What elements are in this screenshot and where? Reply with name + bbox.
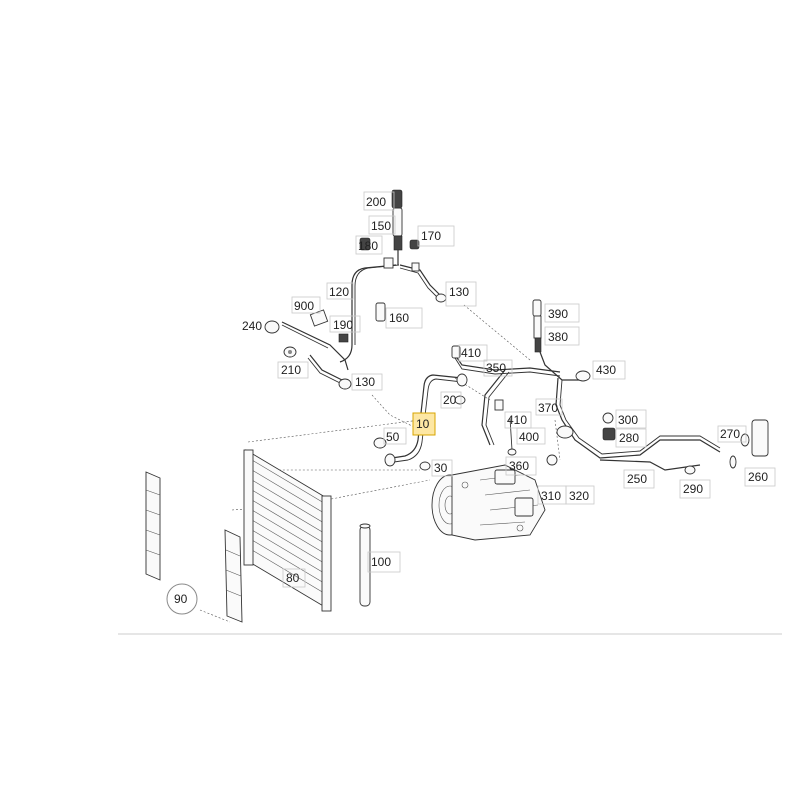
label-280-text: 280: [619, 431, 639, 445]
label-120-text: 120: [329, 285, 349, 299]
label-320: 320: [565, 485, 595, 505]
label-170-text: 170: [421, 229, 441, 243]
label-240-text: 240: [242, 319, 262, 333]
label-20-text: 20: [443, 393, 457, 407]
label-120: 120: [326, 282, 354, 300]
label-900-text: 900: [294, 299, 314, 313]
part-labels: 200 150 170 180 130 120 900 160 240 190 …: [166, 191, 776, 615]
label-410-mid: 410: [504, 411, 532, 429]
label-160: 160: [385, 307, 423, 329]
label-360-text: 360: [509, 459, 529, 473]
label-90-text: 90: [174, 592, 188, 606]
label-310: 310: [537, 485, 567, 505]
label-270: 270: [717, 425, 747, 443]
label-410-mid-text: 410: [507, 413, 527, 427]
left-small-parts: [264, 302, 386, 390]
label-260: 260: [744, 467, 776, 487]
label-350-text: 350: [486, 361, 506, 375]
label-370: 370: [535, 398, 563, 416]
label-180: 180: [355, 235, 383, 255]
label-390: 390: [544, 303, 580, 323]
label-170: 170: [417, 225, 455, 247]
label-210-text: 210: [281, 363, 301, 377]
label-380: 380: [544, 326, 580, 346]
label-280: 280: [615, 428, 647, 448]
compressor: [431, 464, 546, 541]
label-130-left: 130: [351, 373, 383, 391]
label-320-text: 320: [569, 489, 589, 503]
label-10-highlight: 10: [412, 412, 436, 436]
upper-hose-assembly: [339, 189, 447, 363]
condenser-80: [243, 449, 332, 612]
label-20: 20: [440, 391, 462, 409]
brackets-90: [145, 471, 243, 623]
label-400: 400: [516, 427, 546, 445]
label-130-left-text: 130: [355, 375, 375, 389]
label-300-text: 300: [618, 413, 638, 427]
label-190-text: 190: [333, 318, 353, 332]
right-pipe-assembly: [451, 299, 769, 475]
label-310-text: 310: [541, 489, 561, 503]
label-30-text: 30: [434, 461, 448, 475]
label-190: 190: [329, 315, 361, 333]
label-260-text: 260: [748, 470, 768, 484]
label-210: 210: [277, 361, 309, 379]
drier-100: [359, 523, 371, 607]
label-80-text: 80: [286, 571, 300, 585]
label-430: 430: [592, 360, 626, 380]
label-50: 50: [383, 427, 407, 445]
label-80: 80: [282, 568, 306, 588]
label-200-text: 200: [366, 195, 386, 209]
label-270-text: 270: [720, 427, 740, 441]
label-410-top: 410: [458, 344, 488, 362]
label-430-text: 430: [596, 363, 616, 377]
label-100: 100: [367, 551, 401, 573]
label-250-text: 250: [627, 472, 647, 486]
label-150: 150: [368, 215, 396, 235]
label-250: 250: [623, 469, 655, 489]
label-130-top-text: 130: [449, 285, 469, 299]
label-400-text: 400: [519, 430, 539, 444]
label-350: 350: [483, 359, 513, 377]
label-130-top: 130: [445, 281, 477, 307]
label-10-text: 10: [416, 417, 430, 431]
label-380-text: 380: [548, 330, 568, 344]
label-290: 290: [679, 479, 711, 499]
label-390-text: 390: [548, 307, 568, 321]
label-360: 360: [505, 456, 537, 476]
label-410-top-text: 410: [461, 346, 481, 360]
label-900: 900: [291, 296, 321, 314]
label-240: 240: [242, 319, 262, 333]
label-180-text: 180: [358, 239, 378, 253]
label-300: 300: [615, 409, 647, 429]
label-160-text: 160: [389, 311, 409, 325]
label-50-text: 50: [386, 430, 400, 444]
label-150-text: 150: [371, 219, 391, 233]
label-90: 90: [166, 583, 198, 615]
label-290-text: 290: [683, 482, 703, 496]
label-370-text: 370: [538, 401, 558, 415]
label-30: 30: [431, 459, 453, 477]
label-200: 200: [363, 191, 395, 211]
label-100-text: 100: [371, 555, 391, 569]
